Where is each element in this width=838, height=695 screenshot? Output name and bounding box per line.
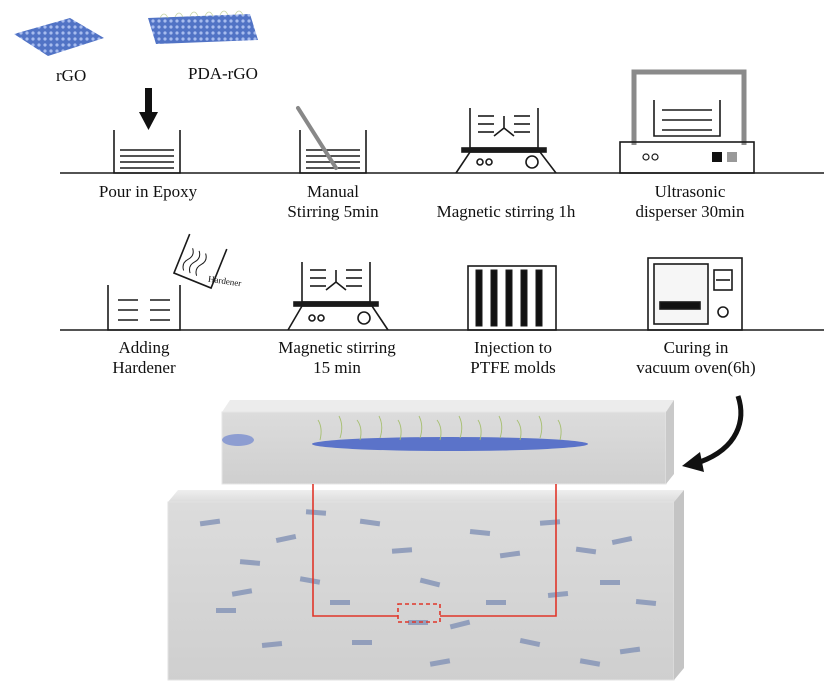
stirring-rod-icon <box>296 106 338 170</box>
pda-rgo-sheet-icon <box>148 14 258 44</box>
ultrasonic-disperser-icon <box>619 69 755 174</box>
pda-rgo-dispersion-icon <box>222 415 588 451</box>
epoxy-block-lower <box>167 490 684 681</box>
vacuum-oven-icon <box>647 257 743 331</box>
magnetic-stirrer-icon <box>455 108 557 174</box>
rgo-flakes-icon <box>199 509 657 667</box>
ptfe-molds-icon <box>467 265 557 331</box>
beaker-epoxy-icon <box>113 130 181 174</box>
pour-arrow-icon <box>139 88 158 130</box>
beaker-hardener-icon <box>107 285 181 331</box>
magnetic-stirrer-2-icon <box>287 262 389 331</box>
curing-arrow-icon <box>682 395 744 472</box>
pda-chains-icon <box>159 10 244 19</box>
pda-rgo-label: PDA-rGO <box>188 64 258 83</box>
hardener-cup-icon <box>172 233 228 290</box>
rgo-label: rGO <box>56 66 87 85</box>
step-magnetic1-label: Magnetic stirring 1h <box>436 202 576 221</box>
zoom-indicator <box>312 484 557 623</box>
rgo-sheet-icon <box>14 18 104 56</box>
step-pour-label: Pour in Epoxy <box>98 182 198 201</box>
